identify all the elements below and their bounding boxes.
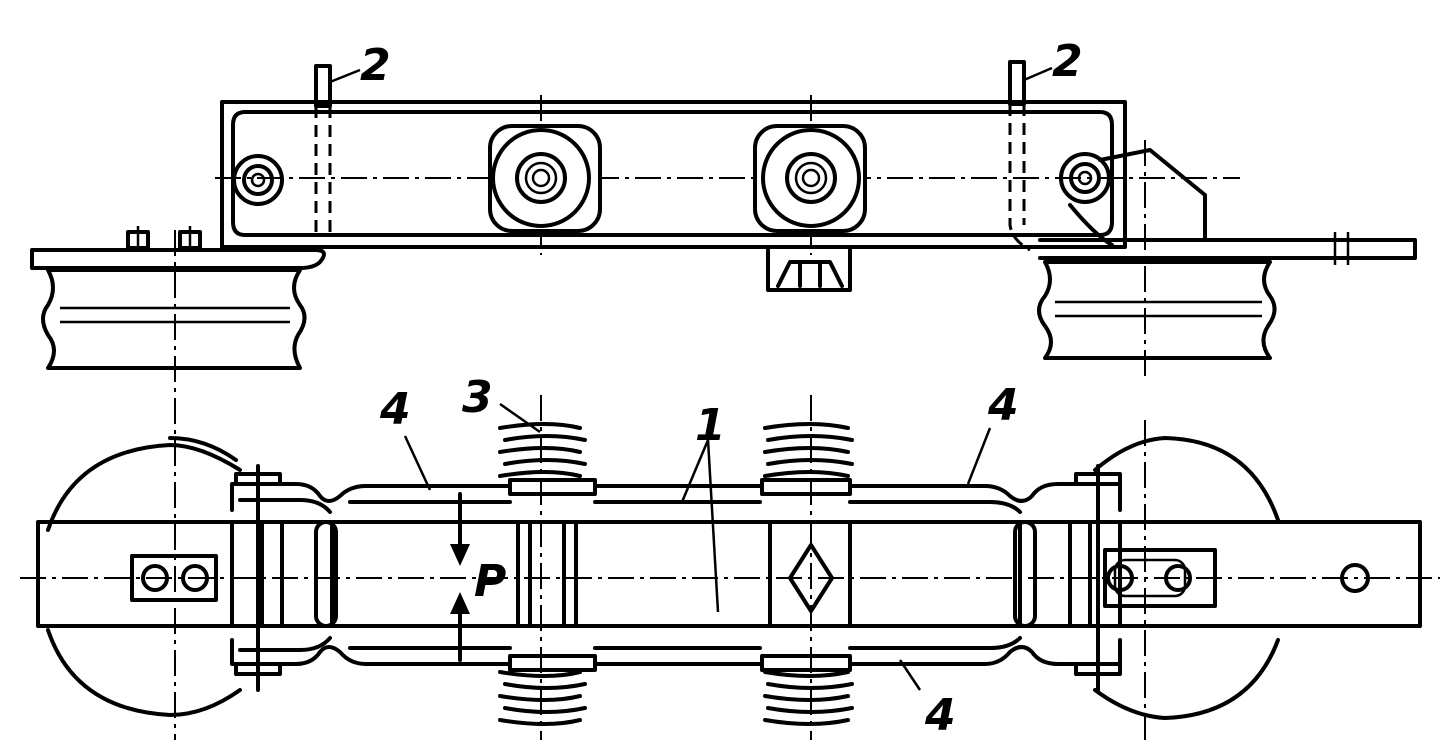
plan-view: 3 4 1 4 4 P [20,372,1440,740]
right-eye [1059,152,1111,204]
leader-main-bar-1 [680,439,710,503]
right-coupling-bolt-1 [1106,564,1134,592]
center-clamp [766,248,852,292]
label-side-plate-upper-right: 4 [987,380,1019,431]
right-coupling-plate [1103,548,1217,608]
left-coupling-bolt-2 [181,564,209,592]
leader-spring [499,402,541,434]
spring-lower-1 [498,670,587,726]
leader-side-plate-left [403,435,432,491]
label-side-plate-upper-left: 4 [379,384,411,435]
elevation-view: 2 2 [30,36,1417,740]
right-sprocket-wheel [1093,436,1280,720]
label-force: P [474,556,506,607]
right-coupling-slot [1113,558,1187,598]
roller-housing-2 [753,124,867,233]
left-rail-section [41,268,307,370]
right-pin-boss [1013,520,1037,628]
right-bracket [1098,148,1207,242]
right-bracket-hook [1068,203,1114,247]
roller-housing-1 [488,124,602,233]
pin-right [1008,60,1026,106]
label-side-plate-lower: 4 [924,690,956,740]
leader-side-plate-lower [898,659,922,691]
left-pin-boss [314,520,338,628]
spring-lower-2 [763,670,854,726]
label-spring: 3 [462,372,493,423]
side-plate-lower [230,638,1122,666]
force-arrows [450,492,470,662]
leader-main-bar-2 [706,439,720,613]
label-pin-right: 2 [1052,36,1083,87]
link-body-outer [220,100,1127,249]
label-pin-left: 2 [360,40,391,91]
roller-assembly-2 [760,422,854,726]
left-sprocket-wheel [46,443,242,717]
left-flange-bolts [126,226,202,252]
end-hole [1340,563,1370,593]
right-flange [1038,238,1417,260]
pin-right-hidden-edge-1 [1008,104,1031,252]
leader-side-plate-right [966,427,992,485]
label-main-bar: 1 [695,400,726,451]
right-flange-bolts [1333,232,1350,265]
side-plate-lower-inner [238,636,1022,652]
left-eye [232,154,284,206]
right-rail-section [1037,260,1277,360]
spring-upper-2 [763,422,854,478]
left-coupling-bolt-1 [141,564,169,592]
through-bolts [234,464,1122,692]
side-plate-upper [230,482,1122,512]
right-coupling-bolt-2 [1164,564,1192,592]
leader-pin-left [329,68,361,84]
roller-assembly-1 [498,422,597,726]
main-bar [36,520,1422,628]
left-coupling-plate [130,554,218,602]
link-body-inner [231,110,1114,237]
side-plate-upper-inner [238,498,1022,514]
left-sprocket-inner [168,436,238,462]
pin-left [314,64,332,108]
spring-upper-1 [498,422,587,478]
leader-pin-right [1023,66,1053,82]
left-flange [30,248,326,270]
